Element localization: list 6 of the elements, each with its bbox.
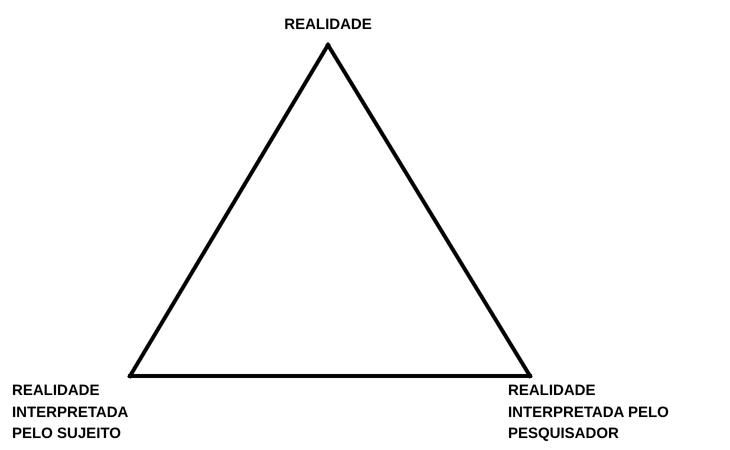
triangle-side-line (326, 43, 532, 378)
triangle-side-line (128, 374, 532, 378)
triangle-side-line (128, 43, 330, 378)
vertex-label: REALIDADE INTERPRETADA PELO PESQUISADOR (508, 381, 670, 444)
vertex-label: REALIDADE INTERPRETADA PELO SUJEITO (12, 381, 129, 444)
vertex-label: REALIDADE (283, 15, 373, 35)
